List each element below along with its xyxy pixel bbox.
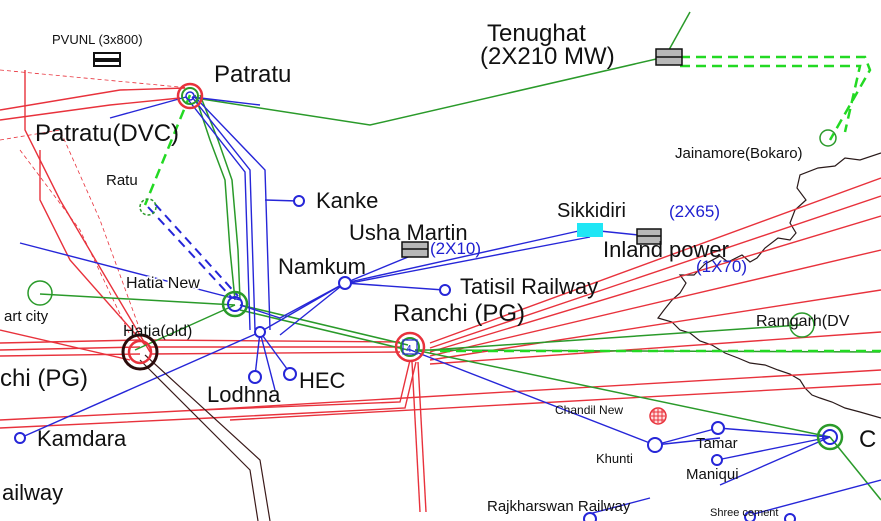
label-jainamore: Jainamore(Bokaro) (675, 145, 803, 162)
node-kanke (293, 195, 305, 207)
state-boundary (656, 152, 881, 419)
node-khunti (647, 437, 663, 453)
label-namkum: Namkum (278, 254, 366, 279)
lines-400kv (0, 70, 881, 513)
substation-jainamore (819, 129, 837, 147)
generator-usha-martin (401, 241, 429, 258)
chandil-new-marker (649, 407, 667, 425)
label-ailway: ailway (2, 480, 63, 505)
label-hatia-new: Hatia New (126, 275, 200, 292)
label-tenughat-cap: (2X210 MW) (480, 43, 615, 70)
label-hec: HEC (299, 368, 346, 393)
label-right-edge-c: C (859, 426, 876, 453)
label-ranchi-symbol: 4 (406, 344, 412, 355)
node-kamdara (14, 432, 26, 444)
lines-dvc (143, 55, 881, 353)
node-hec (283, 367, 297, 381)
label-usha-martin-name: Usha Martin (349, 220, 468, 245)
generator-tenughat (655, 48, 683, 66)
label-ramgarh: Ramgarh(DV (756, 313, 850, 330)
nodes-132kv (14, 195, 796, 521)
generator-sikkidiri (577, 223, 603, 237)
label-khunti: Khunti (596, 451, 633, 466)
substation-ranchi-pg (394, 331, 426, 363)
node-namkum (338, 276, 352, 290)
lines-765kv (139, 354, 271, 521)
node-bottom-right (784, 513, 796, 521)
label-tamar: Tamar (696, 435, 738, 452)
substation-ranchi-pg-765 (121, 333, 159, 371)
substation-right-c (816, 423, 844, 451)
substation-ramgarh (789, 312, 815, 338)
lines-132kv (19, 96, 881, 516)
label-usha-martin-cap: (2X10) (430, 239, 481, 258)
label-sikkidiri-name: Sikkidiri (557, 200, 626, 222)
label-kanke: Kanke (316, 188, 378, 213)
label-shree-cement: Shree cement (710, 507, 778, 519)
label-kamdara: Kamdara (37, 426, 127, 451)
node-lodhna (248, 370, 262, 384)
substation-hatia-new (221, 290, 249, 318)
lines-132kv-dashed (147, 203, 239, 299)
label-hatia-old: Hatia(old) (123, 323, 192, 340)
label-tatisil-railway: Tatisil Railway (460, 274, 598, 299)
lines-220kv (39, 11, 881, 501)
label-maniqui: Maniqui (686, 466, 739, 483)
substation-art-city (27, 280, 53, 306)
label-tenughat-name: Tenughat (487, 20, 586, 47)
node-hatia-old (254, 326, 266, 338)
label-sikkidiri-cap: (2X65) (669, 202, 720, 221)
label-rajkharswan-railway: Rajkharswan Railway (487, 498, 631, 515)
label-inland-power-name: Inland power (603, 237, 729, 262)
lines-400kv-thin (0, 69, 191, 336)
label-art-city: art city (4, 308, 49, 325)
label-patratu-dvc: Patratu(DVC) (35, 120, 179, 147)
label-ranchi-pg-left: chi (PG) (0, 365, 88, 392)
label-pvunl: PVUNL (3x800) (52, 32, 143, 47)
node-maniqui (711, 454, 723, 466)
generator-inland-power (636, 228, 662, 245)
label-patratu: Patratu (214, 61, 291, 88)
node-shree-cement (744, 511, 756, 521)
label-lodhna: Lodhna (207, 382, 281, 407)
label-inland-power-cap: (1X70) (696, 257, 747, 276)
node-rajkharswan (583, 512, 597, 521)
label-ranchi-pg: Ranchi (PG) (393, 300, 525, 327)
generator-pvunl (93, 52, 121, 67)
node-tamar (711, 421, 725, 435)
node-tatisil (439, 284, 451, 296)
substation-patratu (176, 82, 204, 110)
label-ratu: Ratu (106, 172, 138, 189)
label-chandil-new: Chandil New (555, 403, 623, 417)
substation-ratu (139, 198, 157, 216)
